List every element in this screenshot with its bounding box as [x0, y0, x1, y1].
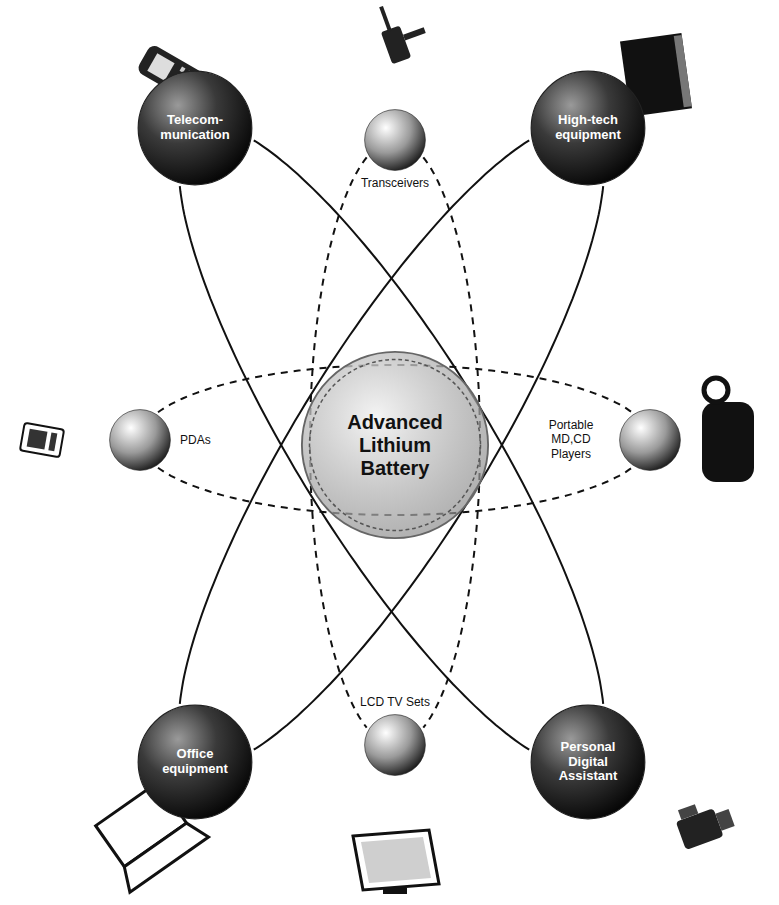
product-sphere: Portable MD,CD Players	[619, 409, 681, 471]
small-sphere	[364, 714, 426, 776]
sector-title: High-tech equipment	[546, 113, 630, 143]
player-icon	[702, 378, 754, 482]
product-sphere: Transceivers	[364, 109, 426, 171]
pda-icon	[20, 423, 64, 458]
sector-sphere: Personal Digital Assistant	[530, 704, 646, 820]
product-label: Transceivers	[358, 175, 432, 191]
transceiver-icon	[373, 0, 432, 64]
lcd-tv-icon	[353, 830, 439, 894]
sphere-shape	[138, 71, 252, 185]
product-sphere: PDAs	[109, 409, 171, 471]
sector-sphere: Office equipment	[137, 704, 253, 820]
camcorder-icon	[672, 794, 736, 850]
sector-title: Office equipment	[153, 747, 237, 777]
sphere-shape	[365, 110, 426, 171]
product-sphere: LCD TV Sets	[364, 714, 426, 776]
small-sphere	[364, 109, 426, 171]
sector-sphere: Telecom-munication	[137, 70, 253, 186]
sector-sphere: High-tech equipment	[530, 70, 646, 186]
battery-core: Advanced Lithium Battery	[300, 350, 490, 540]
product-label: Portable MD,CD Players	[529, 417, 613, 462]
sphere-shape	[620, 410, 681, 471]
product-label: PDAs	[177, 432, 214, 448]
sector-title: Personal Digital Assistant	[546, 740, 630, 785]
sector-title: Telecom-munication	[153, 113, 237, 143]
core-title: Advanced Lithium Battery	[335, 411, 455, 480]
sphere-ring	[310, 360, 481, 531]
sphere-shape	[302, 352, 488, 538]
product-label: LCD TV Sets	[357, 694, 433, 710]
sphere-shape	[138, 705, 252, 819]
small-sphere	[109, 409, 171, 471]
small-sphere	[619, 409, 681, 471]
sphere-shape	[531, 705, 645, 819]
sphere-shape	[365, 715, 426, 776]
sphere-shape	[531, 71, 645, 185]
sphere-shape	[110, 410, 171, 471]
